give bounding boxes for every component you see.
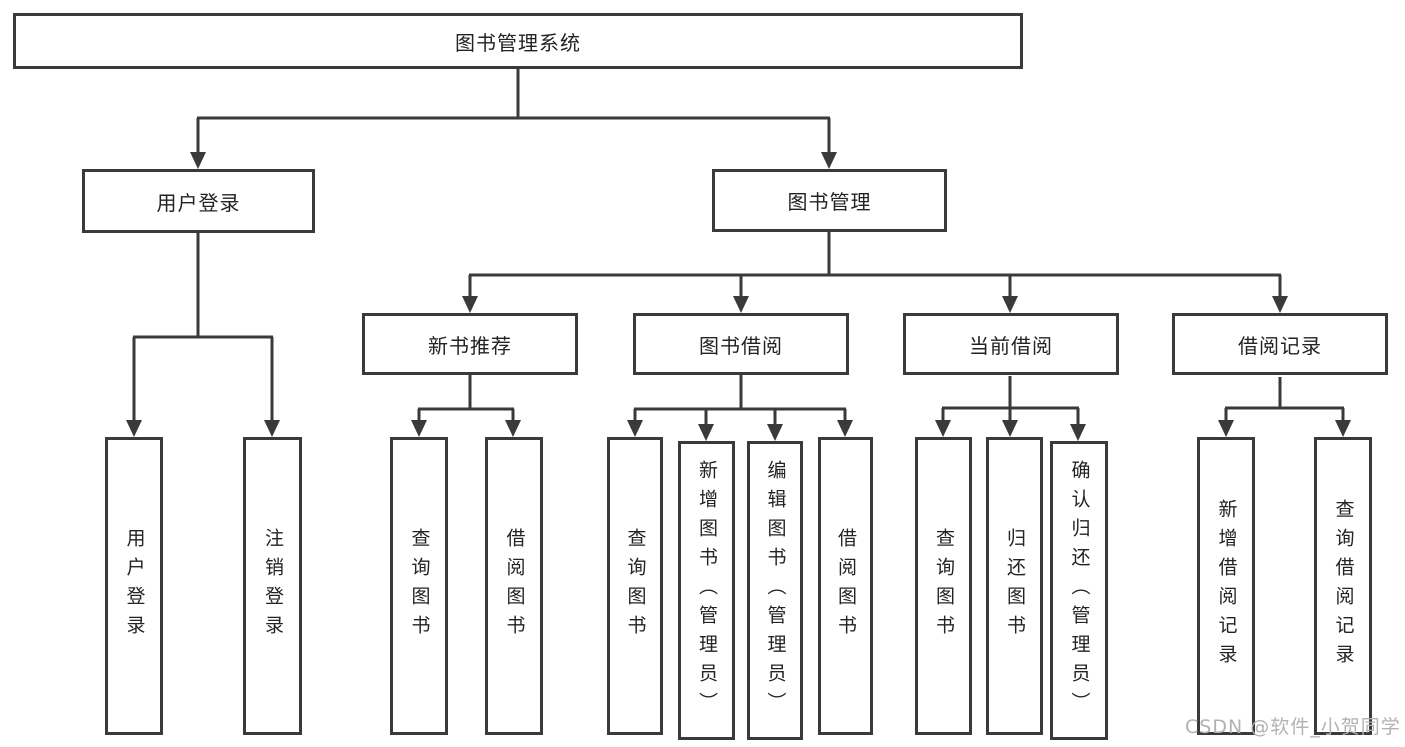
- node-current-borrow: 当前借阅: [903, 313, 1119, 375]
- connector-new-book-split: [417, 375, 515, 421]
- leaf-bb-query-books-label: 查询图书: [624, 528, 647, 644]
- node-root-label: 图书管理系统: [455, 30, 581, 55]
- node-book-borrow: 图书借阅: [633, 313, 849, 375]
- node-book-borrow-label: 图书借阅: [699, 333, 783, 358]
- leaf-logout-label: 注销登录: [262, 528, 284, 644]
- node-root: 图书管理系统: [13, 13, 1023, 69]
- leaf-cb-return-books: 归还图书: [986, 437, 1043, 735]
- node-new-book-recommend: 新书推荐: [362, 313, 578, 375]
- connector-root-split: [196, 69, 831, 153]
- node-current-borrow-label: 当前借阅: [969, 333, 1053, 358]
- node-user-login-label: 用户登录: [156, 190, 241, 215]
- connector-borrow-record-split: [1224, 377, 1345, 421]
- leaf-bb-borrow-books-label: 借阅图书: [835, 528, 857, 644]
- node-book-management: 图书管理: [712, 169, 947, 232]
- leaf-bb-query-books: 查询图书: [607, 437, 663, 735]
- leaf-br-add-record-label: 新增借阅记录: [1215, 499, 1238, 673]
- leaf-cb-confirm-return-admin-label: 确认归还（管理员）: [1068, 460, 1091, 721]
- leaf-nbr-borrow-books-label: 借阅图书: [503, 528, 526, 644]
- leaf-nbr-borrow-books: 借阅图书: [485, 437, 543, 735]
- leaf-bb-add-books-admin-label: 新增图书（管理员）: [696, 460, 718, 721]
- leaf-logout: 注销登录: [243, 437, 302, 735]
- leaf-br-add-record: 新增借阅记录: [1197, 437, 1255, 735]
- connector-book-mgmt-split: [468, 232, 1282, 297]
- leaf-cb-query-books: 查询图书: [915, 437, 972, 735]
- leaf-br-query-record-label: 查询借阅记录: [1332, 499, 1355, 673]
- connector-book-borrow-split: [633, 375, 847, 425]
- node-new-book-recommend-label: 新书推荐: [428, 333, 512, 358]
- leaf-bb-edit-books-admin-label: 编辑图书（管理员）: [764, 460, 787, 721]
- leaf-bb-add-books-admin: 新增图书（管理员）: [678, 441, 735, 740]
- leaf-cb-confirm-return-admin: 确认归还（管理员）: [1050, 441, 1108, 740]
- node-user-login: 用户登录: [82, 169, 315, 233]
- connector-current-borrow-split: [941, 376, 1080, 425]
- leaf-nbr-query-books: 查询图书: [390, 437, 448, 735]
- leaf-bb-borrow-books: 借阅图书: [818, 437, 873, 735]
- leaf-user-login: 用户登录: [105, 437, 163, 735]
- arrowheads: [126, 152, 1351, 441]
- connector-user-login-split: [132, 233, 274, 421]
- node-borrow-records: 借阅记录: [1172, 313, 1388, 375]
- leaf-nbr-query-books-label: 查询图书: [408, 528, 431, 644]
- leaf-cb-return-books-label: 归还图书: [1004, 528, 1026, 644]
- node-borrow-records-label: 借阅记录: [1238, 333, 1322, 358]
- leaf-bb-edit-books-admin: 编辑图书（管理员）: [747, 441, 803, 740]
- node-book-management-label: 图书管理: [787, 190, 872, 214]
- leaf-br-query-record: 查询借阅记录: [1314, 437, 1372, 735]
- leaf-user-login-label: 用户登录: [123, 528, 146, 644]
- csdn-watermark: CSDN @软件_小贺同学: [1185, 716, 1401, 738]
- leaf-cb-query-books-label: 查询图书: [933, 528, 955, 644]
